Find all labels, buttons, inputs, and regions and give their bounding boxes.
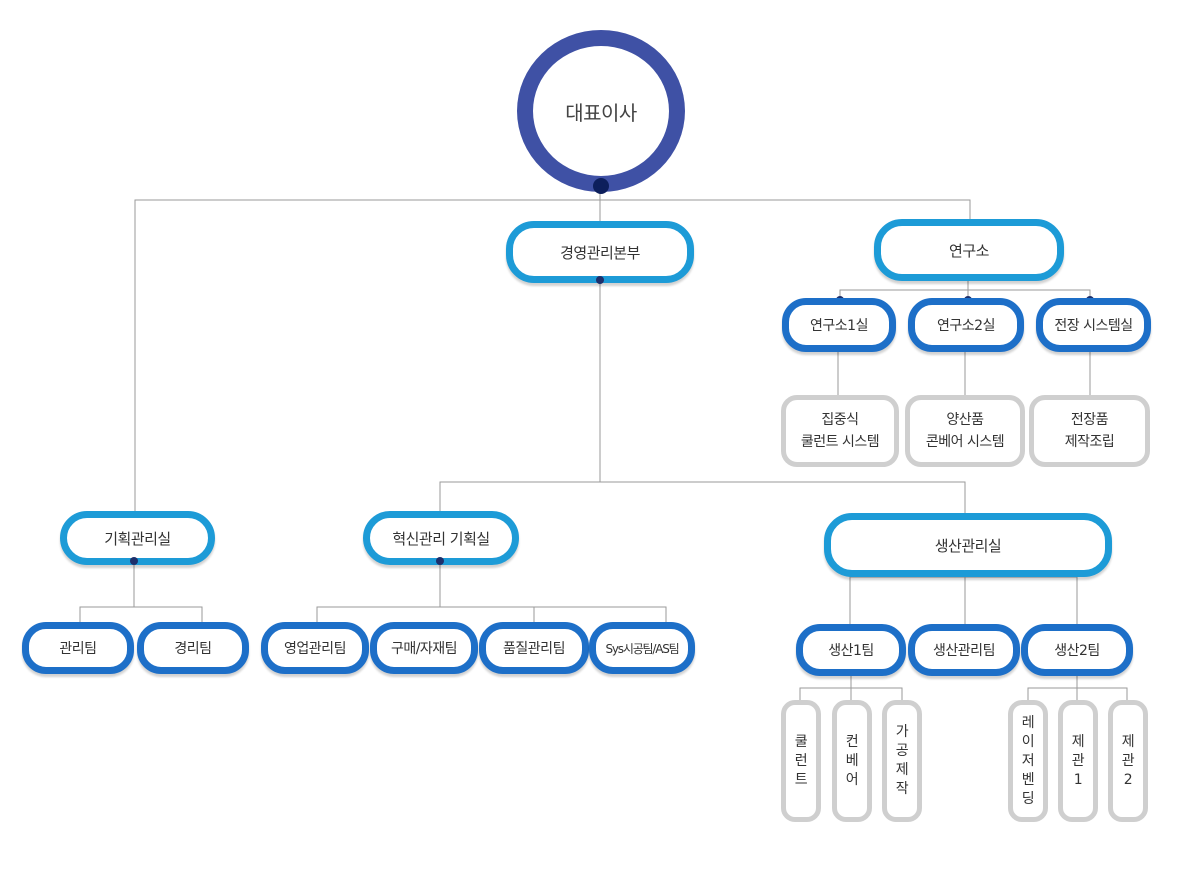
ceo-node: 대표이사 <box>517 30 685 192</box>
innovation-office-dot <box>436 557 444 565</box>
unit-label: 레이저벤딩 <box>1021 714 1035 807</box>
research-lab-2: 연구소2실 <box>908 298 1024 352</box>
product-line: 쿨런트 시스템 <box>800 434 880 450</box>
team2-unit-1: 레이저벤딩 <box>1008 700 1048 822</box>
production-team-3: 생산2팀 <box>1021 624 1133 676</box>
team-label: 생산2팀 <box>1054 643 1100 659</box>
team-label: 관리팀 <box>59 641 97 657</box>
research-institute-label: 연구소 <box>949 241 989 260</box>
team1-unit-1: 쿨런트 <box>781 700 821 822</box>
innovation-office-label: 혁신관리 기획실 <box>392 529 490 548</box>
unit-label: 가공제작 <box>895 724 909 797</box>
team2-unit-3: 제관2 <box>1108 700 1148 822</box>
management-hq-dot <box>596 276 604 284</box>
product-line: 전장품 <box>1070 412 1109 428</box>
innovation-team-2: 구매/자재팀 <box>370 622 478 674</box>
team-label: 생산1팀 <box>828 643 874 659</box>
ceo-label: 대표이사 <box>565 100 637 125</box>
research-lab-label: 전장 시스템실 <box>1054 318 1133 334</box>
unit-label: 제관1 <box>1071 733 1085 788</box>
ceo-connector-dot <box>593 178 609 194</box>
team-label: 구매/자재팀 <box>390 641 458 657</box>
team1-unit-2: 컨베어 <box>832 700 872 822</box>
product-line: 양산품 <box>946 412 984 428</box>
research-lab-3: 전장 시스템실 <box>1036 298 1151 352</box>
research-lab-label: 연구소2실 <box>937 318 995 334</box>
planning-team-2: 경리팀 <box>137 622 249 674</box>
unit-label: 쿨런트 <box>794 733 808 788</box>
research-lab-1: 연구소1실 <box>782 298 896 352</box>
planning-office-label: 기획관리실 <box>104 529 171 548</box>
production-office-node: 생산관리실 <box>824 513 1112 577</box>
production-team-1: 생산1팀 <box>796 624 906 676</box>
research-product-2: 양산품 콘베어 시스템 <box>905 395 1025 467</box>
research-product-3: 전장품 제작조립 <box>1029 395 1150 467</box>
team2-unit-2: 제관1 <box>1058 700 1098 822</box>
team-label: 생산관리팀 <box>933 643 995 659</box>
unit-label: 제관2 <box>1121 733 1135 788</box>
management-hq-node: 경영관리본부 <box>506 221 694 283</box>
research-institute-node: 연구소 <box>874 219 1064 281</box>
team1-unit-3: 가공제작 <box>882 700 922 822</box>
team-label: 경리팀 <box>174 641 212 657</box>
product-line: 콘베어 시스템 <box>925 434 1005 450</box>
management-hq-label: 경영관리본부 <box>560 243 640 262</box>
team-label: Sys시공팀/AS팀 <box>605 641 679 656</box>
team-label: 영업관리팀 <box>284 641 346 657</box>
product-line: 제작조립 <box>1064 434 1115 450</box>
research-product-1: 집중식 쿨런트 시스템 <box>781 395 899 467</box>
unit-label: 컨베어 <box>845 733 859 788</box>
innovation-team-1: 영업관리팀 <box>261 622 369 674</box>
team-label: 품질관리팀 <box>503 641 565 657</box>
planning-office-node: 기획관리실 <box>60 511 215 565</box>
planning-office-dot <box>130 557 138 565</box>
research-lab-label: 연구소1실 <box>810 318 868 334</box>
product-line: 집중식 <box>821 412 859 428</box>
innovation-office-node: 혁신관리 기획실 <box>363 511 519 565</box>
production-team-2: 생산관리팀 <box>908 624 1020 676</box>
production-office-label: 생산관리실 <box>934 536 1002 555</box>
planning-team-1: 관리팀 <box>22 622 134 674</box>
innovation-team-3: 품질관리팀 <box>479 622 589 674</box>
innovation-team-4: Sys시공팀/AS팀 <box>589 622 695 674</box>
